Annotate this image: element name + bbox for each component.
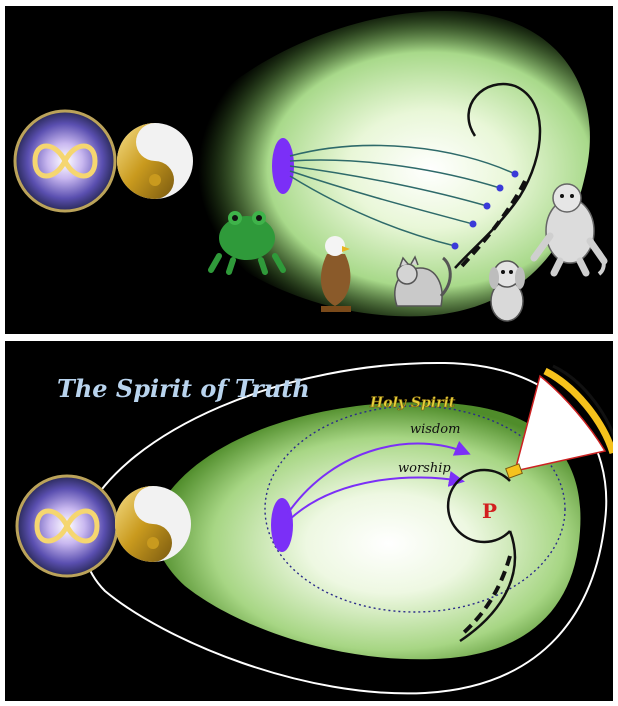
horn-shape: [515, 376, 605, 471]
yin-yang-icon: [117, 123, 193, 199]
p-label: P: [482, 499, 497, 523]
worship-label: worship: [398, 461, 451, 476]
dog-icon: [489, 261, 525, 321]
spirit-glow-shape: [154, 402, 581, 659]
holy-spirit-label: Holy Spirit: [369, 395, 456, 411]
top-diagram-svg: [5, 6, 613, 334]
yin-yang-icon: [115, 486, 191, 562]
top-diagram-panel: [5, 6, 613, 334]
bottom-diagram-panel: The Spirit of Truth Holy Spirit wisdom w…: [5, 341, 613, 701]
title-text: The Spirit of Truth: [57, 374, 310, 403]
infinity-orb-icon: [17, 476, 117, 576]
violet-disc: [271, 498, 293, 552]
wisdom-label: wisdom: [410, 422, 460, 437]
infinity-orb-icon: [15, 111, 115, 211]
bottom-diagram-svg: The Spirit of Truth Holy Spirit wisdom w…: [5, 341, 613, 701]
